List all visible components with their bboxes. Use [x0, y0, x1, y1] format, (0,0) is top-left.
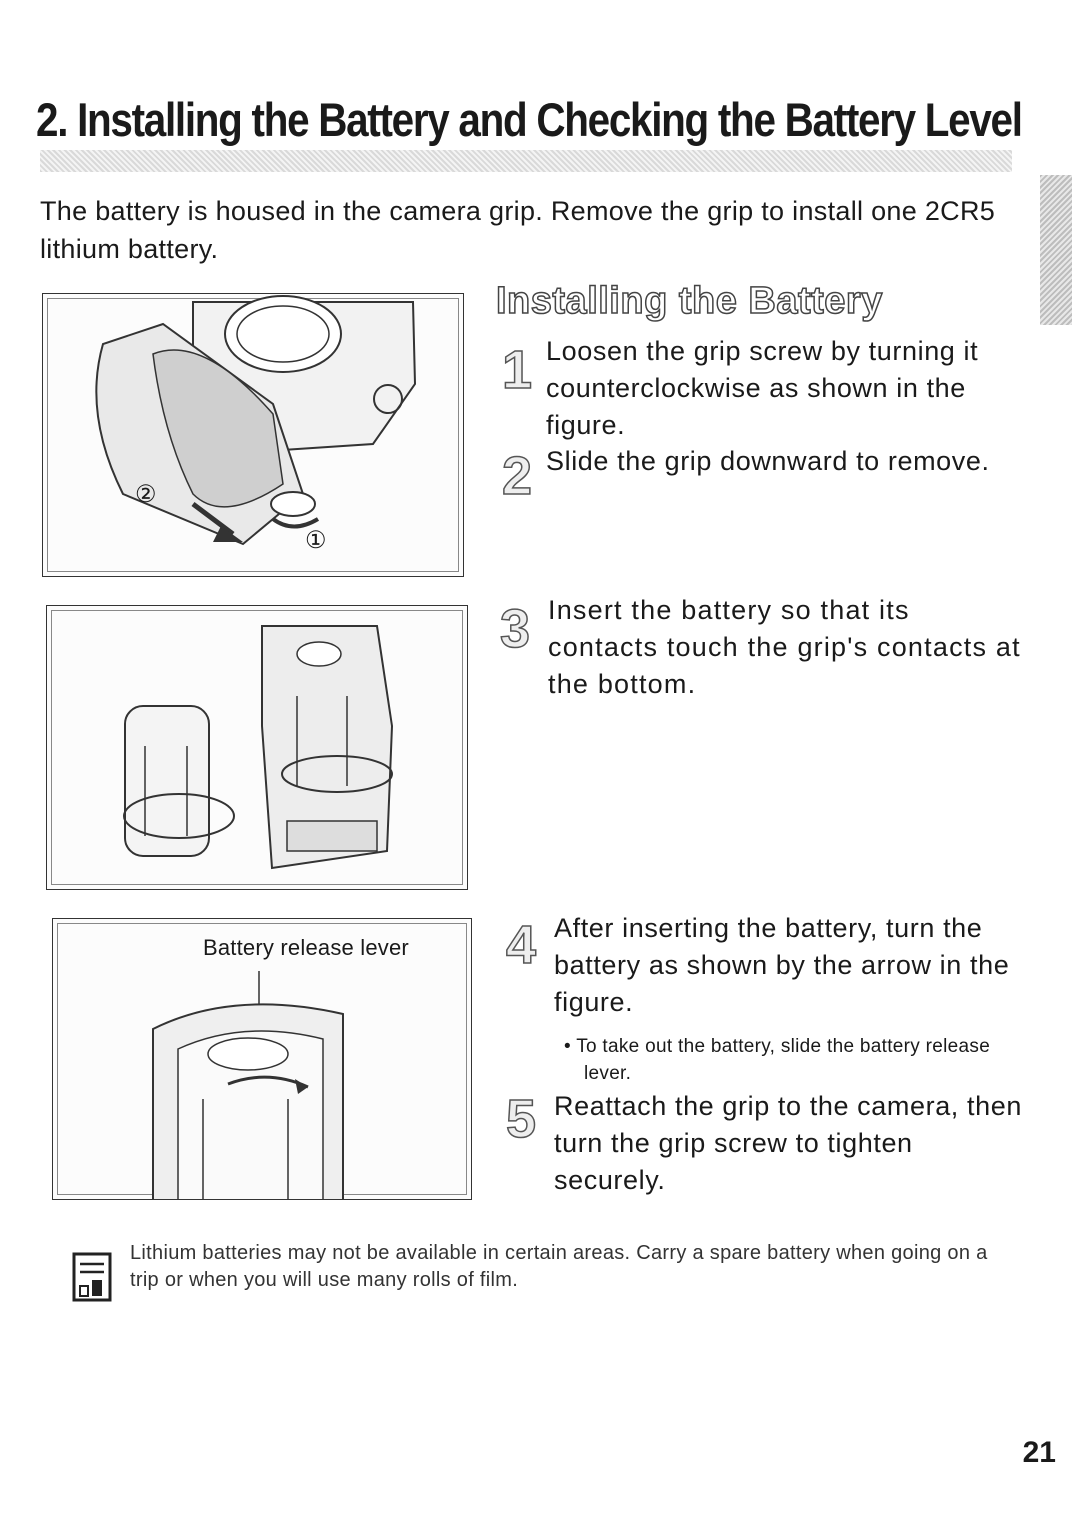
step-number: 1	[501, 340, 533, 400]
memo-icon	[72, 1252, 112, 1302]
callout-2: ②	[135, 481, 157, 508]
step-2: 2 Slide the grip downward to remove.	[501, 443, 1022, 504]
tip-text: Lithium batteries may not be available i…	[130, 1242, 988, 1291]
figure-grip-removal: ② ①	[42, 293, 464, 577]
step-number: 4	[505, 915, 537, 975]
page-title: 2. Installing the Battery and Checking t…	[36, 93, 1023, 146]
section-subheading: Installing the Battery	[495, 279, 883, 323]
release-lever-label: Battery release lever	[203, 935, 409, 960]
step-text: Insert the battery so that its contacts …	[548, 595, 1021, 699]
step-4-note-text: To take out the battery, slide the batte…	[576, 1036, 991, 1084]
camera-grip-illustration	[95, 295, 417, 546]
callout-1: ①	[305, 527, 327, 554]
step-text: Slide the grip downward to remove.	[546, 446, 990, 476]
step-number: 2	[501, 446, 533, 506]
step-5: 5 Reattach the grip to the camera, then …	[505, 1088, 1026, 1199]
figure-battery-insert	[46, 605, 468, 890]
battery-grip-illustration	[123, 625, 394, 870]
figure-release-lever: Battery release lever	[52, 918, 472, 1200]
step-4: 4 After inserting the battery, turn the …	[505, 910, 1026, 1087]
title-underline	[40, 150, 1012, 172]
page-number: 21	[1022, 1436, 1056, 1469]
release-lever-illustration	[152, 971, 344, 1199]
step-1: 1 Loosen the grip screw by turning it co…	[501, 333, 1022, 444]
step-text: After inserting the battery, turn the ba…	[554, 913, 1010, 1017]
step-number: 5	[505, 1089, 537, 1149]
step-3: 3 Insert the battery so that its contact…	[499, 592, 1024, 703]
chapter-side-tab	[1040, 175, 1072, 325]
step-text: Reattach the grip to the camera, then tu…	[554, 1091, 1022, 1195]
step-4-note: • To take out the battery, slide the bat…	[564, 1036, 991, 1084]
step-text: Loosen the grip screw by turning it coun…	[546, 336, 979, 440]
intro-paragraph: The battery is housed in the camera grip…	[40, 196, 996, 264]
step-number: 3	[499, 599, 531, 659]
